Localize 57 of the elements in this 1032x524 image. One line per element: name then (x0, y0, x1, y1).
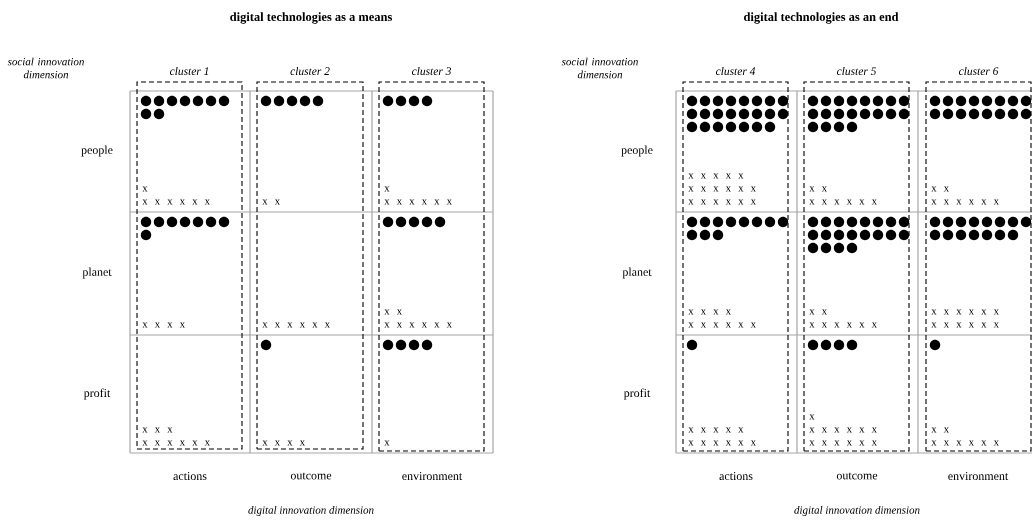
cluster-label: cluster 4 (716, 66, 756, 76)
column-label: outcome (290, 472, 332, 480)
cross-marks: x x x x (142, 322, 185, 328)
cluster-label: cluster 2 (290, 66, 330, 76)
axis-title: digital innovation dimension (794, 506, 920, 516)
cross-marks: x x x x x x (142, 199, 210, 205)
cluster-label: cluster 1 (170, 66, 209, 76)
cross-marks: x x x x x x (931, 309, 999, 315)
cross-marks: x x x x x x (384, 199, 452, 205)
cross-marks: x x x x x x (688, 440, 756, 446)
column-label: outcome (836, 472, 878, 480)
cross-marks: x x x x x x (809, 199, 877, 205)
cross-marks: x x (809, 186, 827, 192)
column-label: environment (948, 471, 1009, 480)
row-label: planet (82, 267, 112, 279)
cross-marks: x x x x x x (262, 322, 330, 328)
cross-marks: x x (809, 309, 827, 315)
cross-marks: x x (931, 427, 949, 433)
row-label: profit (83, 388, 111, 400)
cross-marks: x x x x (688, 309, 731, 315)
column-label: actions (719, 471, 753, 480)
column-label: environment (402, 471, 463, 480)
cross-marks: x x (384, 309, 402, 315)
cross-marks: x x x x (262, 440, 305, 446)
cross-marks: x x x x x x (931, 199, 999, 205)
row-label: profit (623, 388, 651, 400)
row-label: people (81, 145, 113, 157)
cluster-label: cluster 5 (836, 66, 877, 76)
cross-marks: x x x x x x (688, 186, 756, 192)
cross-marks: x x x x x x (142, 440, 210, 446)
cross-marks: x (809, 414, 815, 420)
row-label: planet (622, 267, 652, 279)
cross-marks: x x x x x x (931, 440, 999, 446)
cross-marks: x x x x x x (809, 322, 877, 328)
cross-marks: x (384, 186, 390, 192)
cross-marks: x x (262, 199, 280, 205)
cross-marks: x x x x x x (688, 199, 756, 205)
axis-title: digital innovation dimension (248, 506, 374, 516)
cross-marks: x x x x x x (688, 322, 756, 328)
column-label: actions (173, 471, 207, 480)
axis-title: social innovation dimension (561, 57, 638, 79)
row-label: people (621, 145, 653, 157)
cross-marks: x x x x x (688, 173, 744, 179)
cross-marks: x x x x x (688, 427, 744, 433)
cross-marks: x x (931, 186, 949, 192)
cluster-label: cluster 6 (958, 66, 999, 76)
cross-marks: x (384, 440, 390, 446)
axis-title: social innovation dimension (7, 57, 84, 79)
cross-marks: x x x (142, 427, 173, 433)
cluster-label: cluster 3 (412, 66, 451, 76)
cross-marks: x x x x x x (809, 427, 877, 433)
cross-marks: x x x x x x (931, 322, 999, 328)
cross-marks: x (142, 186, 148, 192)
cross-marks: x x x x x x (809, 440, 877, 446)
cross-marks: x x x x x x (384, 322, 452, 328)
title: digital technologies as a means (230, 12, 392, 24)
title: digital technologies as an end (744, 12, 899, 24)
